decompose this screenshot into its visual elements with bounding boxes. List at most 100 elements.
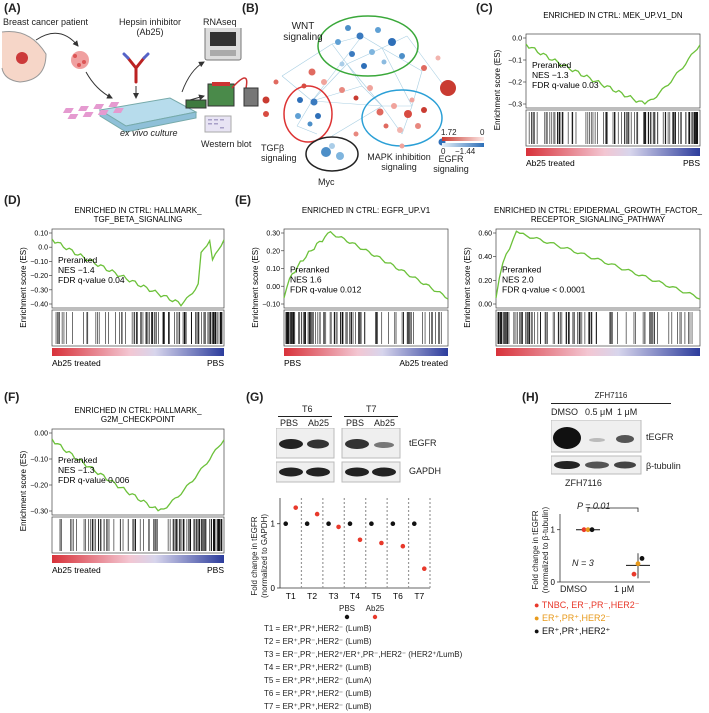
gsea-title-line1: ENRICHED IN CTRL: MEK_UP.V1_DN <box>543 11 683 20</box>
egfr-label-line2: signaling <box>433 164 469 174</box>
network-diagram <box>262 15 456 172</box>
h-point <box>585 527 591 533</box>
band-tegfr-g: tEGFR <box>409 438 437 448</box>
h-ytick-label: 0 <box>551 578 556 587</box>
band-gapdh-g: GAPDH <box>409 466 442 476</box>
gsea-ytick-label: 0.20 <box>478 278 492 285</box>
gsea-ytick-label: −0.30 <box>30 287 48 294</box>
g-point-pbs <box>326 521 331 527</box>
h-header-bracket <box>551 403 671 404</box>
gsea-title-line1: ENRICHED IN CTRL: EGFR_UP.V1 <box>302 206 431 215</box>
wnt-label-line1: WNT <box>291 21 315 32</box>
h-point <box>639 556 645 561</box>
h-legend-er-her2pos: ● ER⁺,PR⁺,HER2⁺ <box>534 626 611 636</box>
gsea-fdr: FDR q-value < 0.0001 <box>502 284 586 294</box>
h-point <box>581 527 587 533</box>
subtype-list: T1 = ER⁺,PR⁺,HER2⁻ (LumB) T2 = ER⁺,PR⁻,H… <box>264 622 462 713</box>
h-legend-tnbc: ● TNBC, ER⁻,PR⁻,HER2⁻ <box>534 600 640 610</box>
blot-bands-g <box>279 439 396 477</box>
gsea-enrichment-curve <box>51 238 225 307</box>
gsea-axis-frame <box>51 228 225 309</box>
gsea-axis-frame <box>525 33 701 109</box>
gsea-ytick-label: 0.30 <box>266 231 280 238</box>
gsea-ytick-label: −0.10 <box>30 259 48 266</box>
gsea-ytick-label: −0.10 <box>262 302 280 309</box>
gsea-right-label: Ab25 treated <box>399 358 448 368</box>
gsea-title-line2: G2M_CHECKPOINT <box>101 415 175 424</box>
h-significance-bracket <box>587 507 639 512</box>
culture-plate-icon <box>62 97 198 133</box>
scale-min-label: −1.44 <box>455 147 476 156</box>
gsea-preranked: Preranked <box>502 264 541 274</box>
gsea-enrichment-curve <box>283 230 449 300</box>
scale-bar-positive <box>442 137 484 141</box>
h-cell-line-footer: ZFH7116 <box>565 478 602 488</box>
gsea-ytick-label: −0.30 <box>30 509 48 516</box>
panel-label-g: (G) <box>246 390 264 404</box>
gsea-left-label: Ab25 treated <box>526 158 575 168</box>
gsea-preranked: Preranked <box>58 455 97 465</box>
g-point-pbs <box>411 521 417 527</box>
egfr-label-line1: EGFR <box>438 154 464 164</box>
h-legend-er-her2pos-text: ER⁺,PR⁺,HER2⁺ <box>541 626 611 636</box>
g-point-pbs <box>347 521 353 527</box>
h-n: N = 3 <box>572 558 594 568</box>
legend-ab25-label: Ab25 <box>365 604 385 613</box>
mapk-label-line1: MAPK inhibition <box>367 152 431 162</box>
blot-membrane-icon <box>204 115 232 133</box>
g-point-pbs <box>283 521 289 527</box>
gsea-fdr: FDR q-value 0.03 <box>532 80 599 90</box>
h-point <box>631 571 637 577</box>
scale-zero-bottom-label: 0 <box>441 147 446 156</box>
sequencer-icon <box>204 28 242 61</box>
gsea-hit-bars <box>495 309 701 347</box>
g-xtick-label: T1 <box>286 591 296 601</box>
g-xtick-label: T2 <box>307 591 317 601</box>
g-point-ab25 <box>379 540 384 546</box>
lane-dmso-h: DMSO <box>551 407 578 417</box>
h-pvalue: P = 0.01 <box>577 501 611 511</box>
scale-bar-negative <box>442 143 484 147</box>
western-blot-g <box>276 428 401 483</box>
g-xtick-label: T4 <box>350 591 360 601</box>
panel-label-d: (D) <box>4 193 21 207</box>
g-point-pbs <box>369 521 374 527</box>
wnt-label: WNT signaling <box>278 21 328 43</box>
g-point-ab25 <box>421 566 427 572</box>
g-ytick-label: 0 <box>271 584 276 593</box>
gsea-enrichment-curve <box>495 230 701 300</box>
gsea-ytick-label: −0.10 <box>30 457 48 464</box>
gsea-title-line2: TGF_BETA_SIGNALING <box>94 215 183 224</box>
gsea-nes: NES −1.3 <box>532 70 569 80</box>
panel-label-h: (H) <box>522 390 539 404</box>
gsea-hit-bars <box>51 309 225 347</box>
subtype-t1: T1 = ER⁺,PR⁺,HER2⁻ (LumB) <box>264 624 372 633</box>
h-legend-tnbc-text: TNBC, ER⁻,PR⁻,HER2⁻ <box>541 600 640 610</box>
gsea-plot-d: ENRICHED IN CTRL: HALLMARK_TGF_BETA_SIGN… <box>19 205 228 370</box>
gsea-hit-bars <box>51 516 225 554</box>
panel-label-b: (B) <box>242 1 259 15</box>
scale-zero-top-label: 0 <box>480 128 485 137</box>
h-point <box>635 561 641 567</box>
gsea-ytick-label: 0.40 <box>478 254 492 261</box>
h-xtick-dmso: DMSO <box>560 584 587 594</box>
g-point-ab25 <box>293 505 299 510</box>
legend-ab25-marker <box>372 614 378 620</box>
subtype-t7: T7 = ER⁺,PR⁺,HER2⁻ (LumB) <box>264 702 372 711</box>
gsea-fdr: FDR q-value 0.012 <box>290 284 362 294</box>
gsea-plot-f: ENRICHED IN CTRL: HALLMARK_G2M_CHECKPOIN… <box>19 405 228 577</box>
mapk-label-line2: signaling <box>381 162 417 172</box>
h-cell-line-header: ZFH7116 <box>594 391 628 400</box>
gsea-title-line1: ENRICHED IN CTRL: HALLMARK_ <box>74 206 202 215</box>
gsea-hit-bars <box>525 109 701 147</box>
culture-label: ex vivo culture <box>120 128 178 138</box>
mapk-label: MAPK inhibition signaling <box>357 152 441 172</box>
lane-pbs-t7: PBS <box>346 418 365 428</box>
gsea-rank-gradient <box>526 148 700 156</box>
gsea-svg-c: ENRICHED IN CTRL: MEK_UP.V1_DN0.0−0.1−0.… <box>493 11 701 168</box>
tissue-icon <box>71 51 89 69</box>
gsea-axis-frame <box>51 428 225 516</box>
network-nodes <box>262 25 456 160</box>
gsea-ytick-label: 0.0 <box>38 245 48 252</box>
